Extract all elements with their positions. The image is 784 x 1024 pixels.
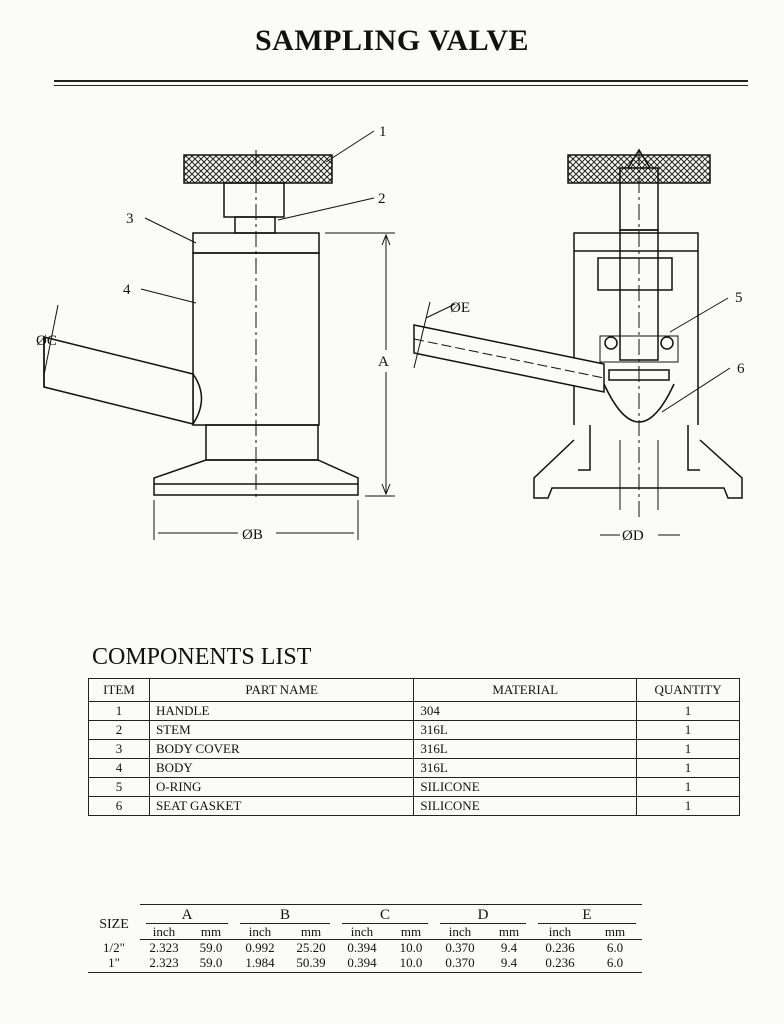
col-part-header: PART NAME [148, 678, 415, 702]
table-row: 2 STEM 316L 1 [88, 720, 740, 740]
item-number: 4 [88, 758, 150, 778]
dim-b-label: ØB [242, 527, 263, 543]
material: SILICONE [413, 796, 638, 816]
dim-value: 0.236 [545, 940, 575, 955]
external-view [43, 130, 395, 540]
dim-d-label: ØD [622, 528, 644, 544]
quantity: 1 [636, 739, 740, 759]
item-number: 6 [88, 796, 150, 816]
col-quantity-header: QUANTITY [636, 678, 740, 702]
dim-value: 0.370 [445, 940, 475, 955]
quantity: 1 [636, 777, 740, 797]
page-title: SAMPLING VALVE [254, 24, 530, 57]
size-table: SIZE A B C D E inch mm inch mm inch mm i… [88, 904, 642, 973]
table-row: 3 BODY COVER 316L 1 [88, 739, 740, 759]
size-value: 1/2" [103, 940, 125, 955]
dim-value: 59.0 [199, 940, 223, 955]
callout-4: 4 [123, 282, 131, 298]
title-rule [54, 80, 748, 82]
unit-mm: mm [588, 924, 642, 940]
dim-value: 25.20 [296, 940, 326, 955]
unit-inch: inch [140, 924, 188, 940]
dim-value: 50.39 [296, 955, 326, 970]
item-number: 3 [88, 739, 150, 759]
group-e-header: E [538, 908, 636, 924]
callout-6: 6 [737, 361, 745, 377]
section-view [413, 148, 743, 536]
table-row: 6 SEAT GASKET SILICONE 1 [88, 796, 740, 816]
components-heading: COMPONENTS LIST [92, 644, 312, 670]
quantity: 1 [636, 758, 740, 778]
part-name: O-RING [148, 777, 415, 797]
size-value: 1" [108, 955, 120, 970]
dim-value: 0.394 [347, 940, 377, 955]
item-number: 5 [88, 777, 150, 797]
col-item-header: ITEM [88, 678, 150, 702]
dim-value: 9.4 [500, 955, 518, 970]
callout-3: 3 [126, 211, 134, 227]
handle-knurl [183, 154, 333, 184]
dim-value: 0.394 [347, 955, 377, 970]
quantity: 1 [636, 796, 740, 816]
part-name: BODY COVER [148, 739, 415, 759]
title-rule-thin [54, 85, 748, 86]
material: SILICONE [413, 777, 638, 797]
callout-5: 5 [735, 290, 743, 306]
unit-mm: mm [388, 924, 434, 940]
unit-mm: mm [486, 924, 532, 940]
size-table-bottom-rule [88, 972, 642, 973]
table-row: 1 HANDLE 304 1 [88, 701, 740, 721]
components-header-row: ITEM PART NAME MATERIAL QUANTITY [88, 678, 740, 702]
dim-value: 10.0 [399, 940, 423, 955]
unit-inch: inch [532, 924, 588, 940]
material: 316L [413, 758, 638, 778]
dim-value: 9.4 [500, 940, 518, 955]
quantity: 1 [636, 720, 740, 740]
dim-value: 2.323 [149, 940, 179, 955]
dim-value: 10.0 [399, 955, 423, 970]
dim-value: 6.0 [606, 940, 624, 955]
dim-value: 0.236 [545, 955, 575, 970]
unit-mm: mm [188, 924, 234, 940]
table-row: 5 O-RING SILICONE 1 [88, 777, 740, 797]
dim-value: 59.0 [199, 955, 223, 970]
group-d-header: D [440, 908, 526, 924]
material: 304 [413, 701, 638, 721]
size-table-top-rule [140, 904, 642, 905]
table-row: 4 BODY 316L 1 [88, 758, 740, 778]
callout-2: 2 [378, 191, 386, 207]
dim-a-label: A [378, 354, 389, 370]
item-number: 2 [88, 720, 150, 740]
dim-value: 6.0 [606, 955, 624, 970]
unit-mm: mm [286, 924, 336, 940]
unit-inch: inch [434, 924, 486, 940]
material: 316L [413, 720, 638, 740]
dim-c-label: ØC [36, 333, 57, 349]
group-a-header: A [146, 908, 228, 924]
valve-drawing: 1 2 3 4 A ØB ØC 5 6 ØD ØE [36, 124, 745, 544]
item-number: 1 [88, 701, 150, 721]
group-c-header: C [342, 908, 428, 924]
dim-value: 2.323 [149, 955, 179, 970]
unit-inch: inch [234, 924, 286, 940]
dim-e-label: ØE [450, 300, 470, 316]
part-name: STEM [148, 720, 415, 740]
unit-inch: inch [336, 924, 388, 940]
dim-value: 0.370 [445, 955, 475, 970]
col-material-header: MATERIAL [413, 678, 638, 702]
components-table: ITEM PART NAME MATERIAL QUANTITY 1 HANDL… [88, 678, 740, 816]
part-name: BODY [148, 758, 415, 778]
part-name: SEAT GASKET [148, 796, 415, 816]
group-b-header: B [240, 908, 330, 924]
quantity: 1 [636, 701, 740, 721]
material: 316L [413, 739, 638, 759]
dim-value: 0.992 [245, 940, 275, 955]
size-header: SIZE [99, 916, 129, 932]
callout-1: 1 [379, 124, 387, 140]
part-name: HANDLE [148, 701, 415, 721]
dim-value: 1.984 [245, 955, 275, 970]
